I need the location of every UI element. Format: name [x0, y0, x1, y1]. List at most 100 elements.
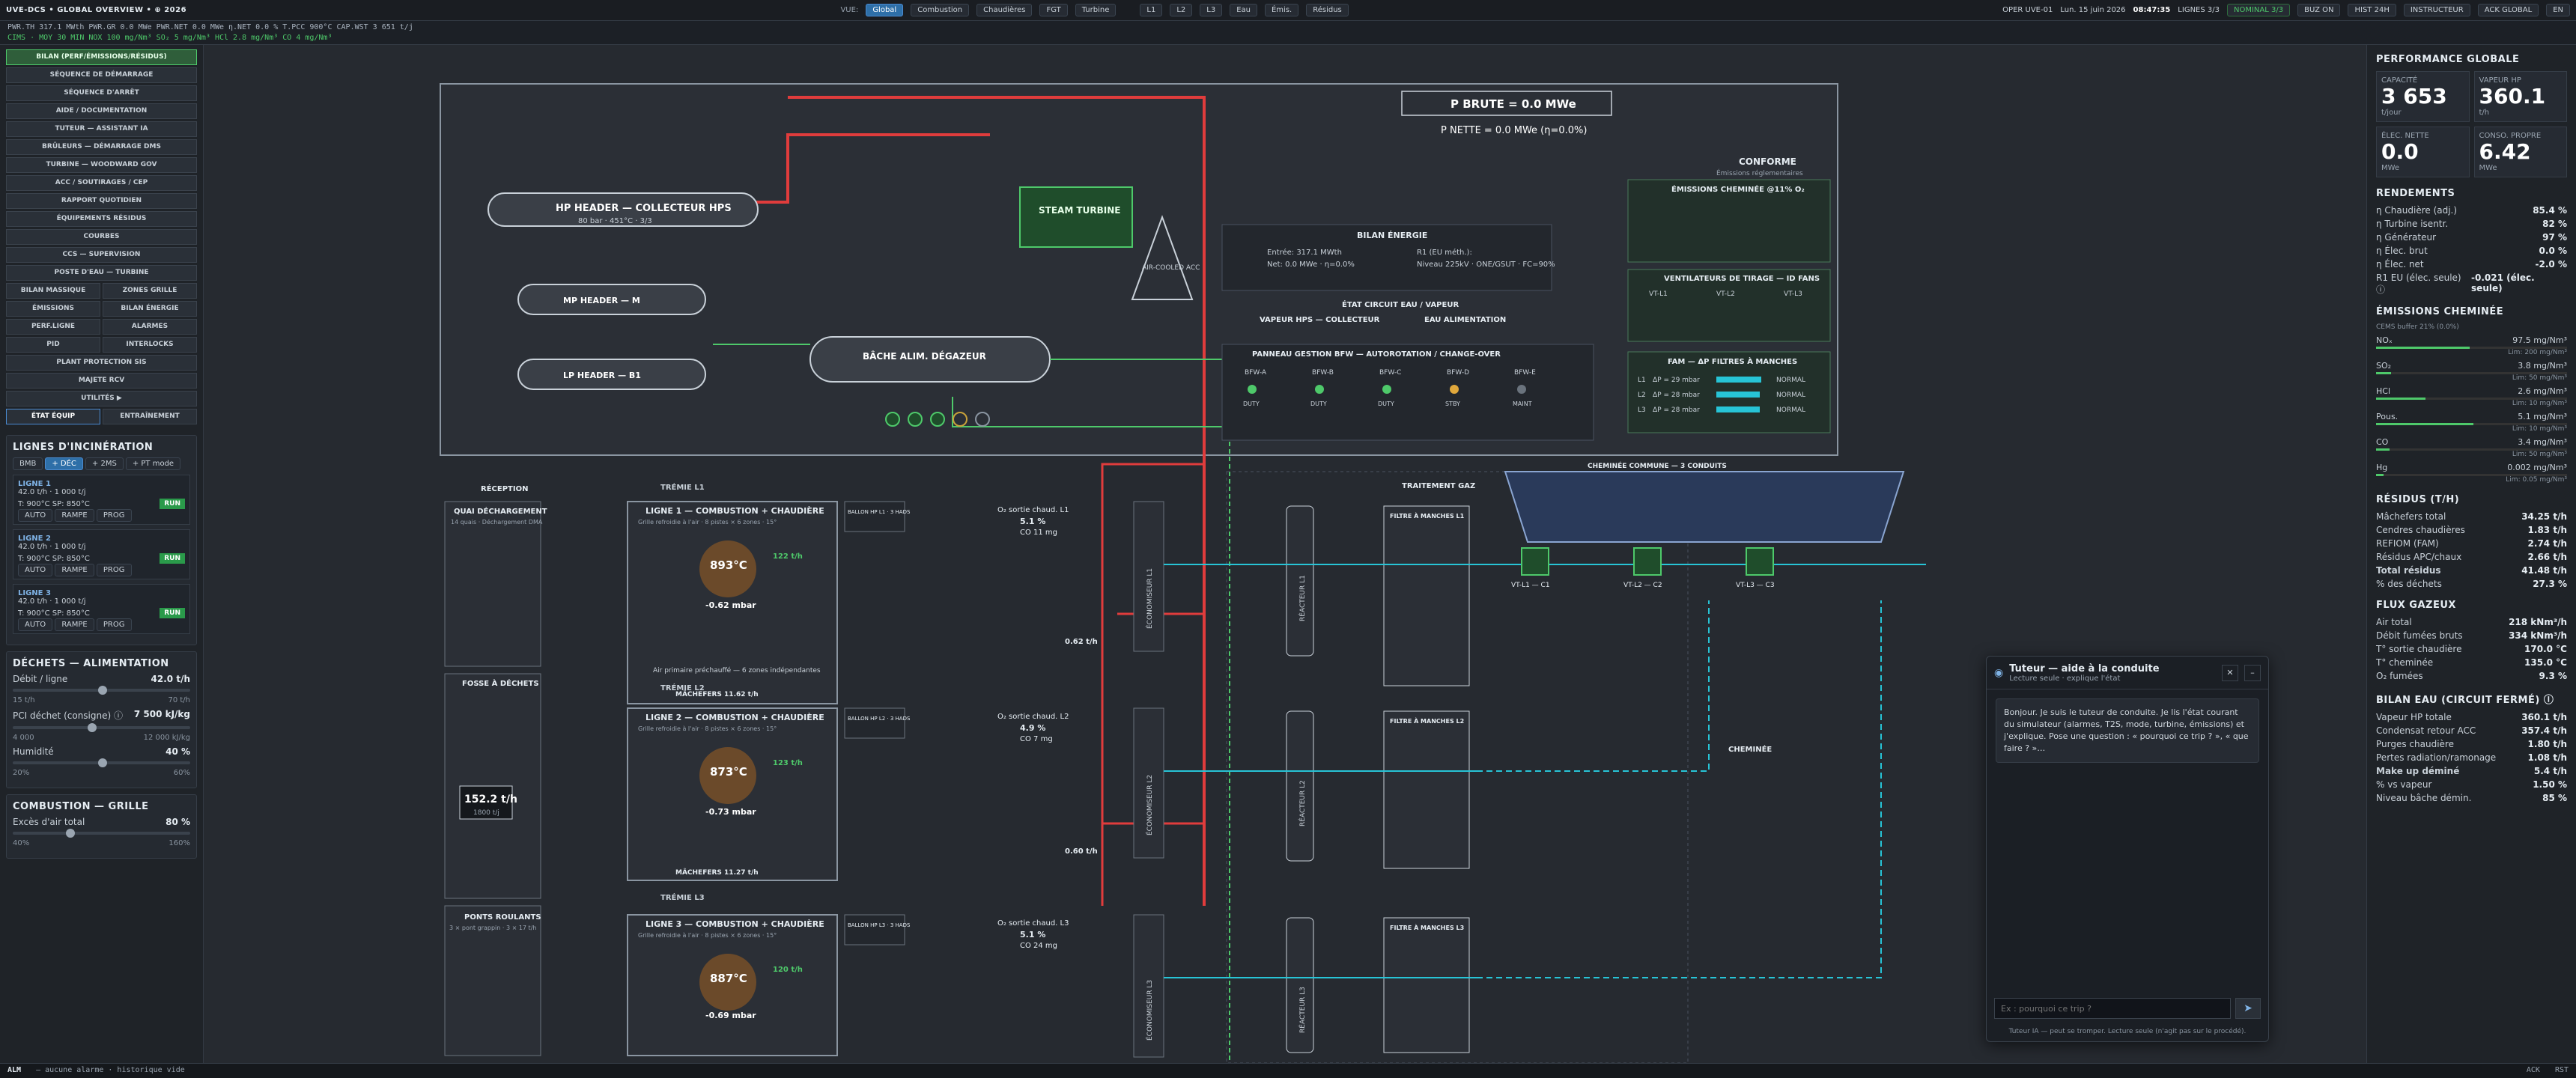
line-3-rampe[interactable]: RAMPE — [55, 618, 94, 631]
line-tab-residus[interactable]: Résidus — [1306, 4, 1349, 16]
acc-condenser[interactable] — [1131, 215, 1194, 300]
combust-2-sub: Grille refroidie à l'air · 8 pistes × 6 … — [638, 725, 777, 732]
mode-pt[interactable]: + PT mode — [125, 457, 181, 470]
nav-item-sequence-demarrage[interactable]: SÉQUENCE DE DÉMARRAGE — [6, 67, 197, 83]
fan-2[interactable] — [1633, 547, 1662, 576]
nav-item-alarmes[interactable]: ALARMES — [103, 319, 197, 335]
nav-item-tuteur[interactable]: TUTEUR — ASSISTANT IA — [6, 121, 197, 137]
react-3[interactable] — [1286, 917, 1314, 1053]
line-tab-l2[interactable]: L2 — [1170, 4, 1193, 16]
debit-slider-knob[interactable] — [97, 686, 107, 695]
line-1-prog[interactable]: PROG — [96, 509, 132, 522]
line-2-rampe[interactable]: RAMPE — [55, 564, 94, 576]
view-tab-fgt[interactable]: FGT — [1039, 4, 1068, 16]
line-1-rampe[interactable]: RAMPE — [55, 509, 94, 522]
line-3-auto[interactable]: AUTO — [18, 618, 53, 631]
bfw-pump-b[interactable] — [908, 412, 923, 427]
line-2-auto[interactable]: AUTO — [18, 564, 53, 576]
instructor-button[interactable]: INSTRUCTEUR — [2403, 4, 2470, 16]
combustion-box-1[interactable] — [627, 501, 838, 704]
nav-item-pid[interactable]: PID — [6, 337, 100, 353]
view-tab-turbine[interactable]: Turbine — [1075, 4, 1117, 16]
mode-dec[interactable]: + DÉC — [45, 457, 83, 470]
eco-3[interactable] — [1133, 914, 1164, 1058]
mode-2ms[interactable]: + 2MS — [85, 457, 124, 470]
nav-item-perf-ligne[interactable]: PERF.LIGNE — [6, 319, 100, 335]
bfw-pump-c[interactable] — [930, 412, 945, 427]
pci-slider-knob[interactable] — [87, 723, 97, 732]
excess-slider-knob[interactable] — [66, 829, 76, 838]
nav-item-bruleurs[interactable]: BRÛLEURS — DÉMARRAGE DMS — [6, 139, 197, 155]
ballon-3[interactable] — [844, 914, 905, 945]
ack-button[interactable]: ACK — [2526, 1066, 2540, 1074]
line-1-auto[interactable]: AUTO — [18, 509, 53, 522]
tab-entrainement[interactable]: ENTRAÎNEMENT — [103, 409, 197, 424]
nav-item-majete[interactable]: MAJETE RCV — [6, 373, 197, 389]
bfw-pump-a[interactable] — [885, 412, 900, 427]
steam-turbine[interactable] — [1019, 186, 1133, 248]
line-2-prog[interactable]: PROG — [96, 564, 132, 576]
nav-item-acc[interactable]: ACC / SOUTIRAGES / CEP — [6, 175, 197, 191]
line-tab-l1[interactable]: L1 — [1140, 4, 1163, 16]
rst-button[interactable]: RST — [2554, 1066, 2569, 1074]
nav-item-sis[interactable]: PLANT PROTECTION SIS — [6, 355, 197, 371]
line-tab-eau[interactable]: Eau — [1230, 4, 1257, 16]
nav-item-aide[interactable]: AIDE / DOCUMENTATION — [6, 103, 197, 119]
view-tab-chaudieres[interactable]: Chaudières — [976, 4, 1033, 16]
hum-slider[interactable] — [13, 758, 190, 767]
bfw-pump-e[interactable] — [975, 412, 990, 427]
excess-slider[interactable] — [13, 829, 190, 838]
fan-1[interactable] — [1521, 547, 1549, 576]
language-button[interactable]: EN — [2546, 4, 2570, 16]
filtre-3[interactable] — [1383, 917, 1470, 1053]
nav-item-interlocks[interactable]: INTERLOCKS — [103, 337, 197, 353]
ack-global-button[interactable]: ACK GLOBAL — [2477, 4, 2539, 16]
filtre-1[interactable] — [1383, 505, 1470, 686]
line-2-run-button[interactable]: RUN — [160, 553, 185, 564]
minimize-icon[interactable]: – — [2244, 664, 2261, 681]
nav-item-bilan[interactable]: BILAN (PERF/ÉMISSIONS/RÉSIDUS) — [6, 49, 197, 65]
eco-2[interactable] — [1133, 707, 1164, 859]
line-tab-l3[interactable]: L3 — [1200, 4, 1223, 16]
react-2[interactable] — [1286, 710, 1314, 862]
nav-item-equipements[interactable]: ÉQUIPEMENTS RÉSIDUS — [6, 211, 197, 227]
tab-etat-equip[interactable]: ÉTAT ÉQUIP — [6, 409, 100, 424]
buzzer-button[interactable]: BUZ ON — [2297, 4, 2341, 16]
card-capacite: CAPACITÉ 3 653 t/jour — [2376, 71, 2470, 122]
nav-item-ccs[interactable]: CCS — SUPERVISION — [6, 247, 197, 263]
nav-item-bilan-energie[interactable]: BILAN ÉNERGIE — [103, 301, 197, 317]
mp-header-vessel — [517, 284, 706, 315]
ballon-1[interactable] — [844, 501, 905, 532]
mode-bmb[interactable]: BMB — [13, 457, 43, 470]
tutor-input[interactable] — [1994, 998, 2231, 1019]
line-3-prog[interactable]: PROG — [96, 618, 132, 631]
debit-slider[interactable] — [13, 686, 190, 695]
nav-item-utilites[interactable]: UTILITÉS ▶ — [6, 391, 197, 406]
eco-1[interactable] — [1133, 501, 1164, 652]
line-tab-emis[interactable]: Émis. — [1264, 4, 1299, 16]
pci-slider[interactable] — [13, 723, 190, 732]
ballon-2[interactable] — [844, 707, 905, 739]
nav-item-emissions[interactable]: ÉMISSIONS — [6, 301, 100, 317]
filtre-2[interactable] — [1383, 710, 1470, 869]
view-tab-combustion[interactable]: Combustion — [911, 4, 970, 16]
nav-item-rapport[interactable]: RAPPORT QUOTIDIEN — [6, 193, 197, 209]
vapeur-hps-title: VAPEUR HPS — COLLECTEUR — [1260, 316, 1380, 324]
nav-item-poste-eau[interactable]: POSTE D'EAU — TURBINE — [6, 265, 197, 281]
history-button[interactable]: HIST 24H — [2348, 4, 2396, 16]
nav-item-turbine[interactable]: TURBINE — WOODWARD GOV — [6, 157, 197, 173]
view-tab-global[interactable]: Global — [866, 4, 904, 16]
line-3-run-button[interactable]: RUN — [160, 608, 185, 618]
nav-item-bilan-massique[interactable]: BILAN MASSIQUE — [6, 283, 100, 299]
fan-3[interactable] — [1746, 547, 1774, 576]
bfw-pump-d[interactable] — [953, 412, 967, 427]
line-1-run-button[interactable]: RUN — [160, 499, 185, 509]
nav-item-zones-grille[interactable]: ZONES GRILLE — [103, 283, 197, 299]
send-icon[interactable]: ➤ — [2235, 998, 2261, 1019]
nav-item-sequence-arret[interactable]: SÉQUENCE D'ARRÊT — [6, 85, 197, 101]
react-1[interactable] — [1286, 505, 1314, 657]
close-icon[interactable]: ✕ — [2222, 664, 2238, 681]
bilan-energie-title: BILAN ÉNERGIE — [1357, 231, 1427, 240]
hum-slider-knob[interactable] — [97, 758, 107, 767]
nav-item-courbes[interactable]: COURBES — [6, 229, 197, 245]
